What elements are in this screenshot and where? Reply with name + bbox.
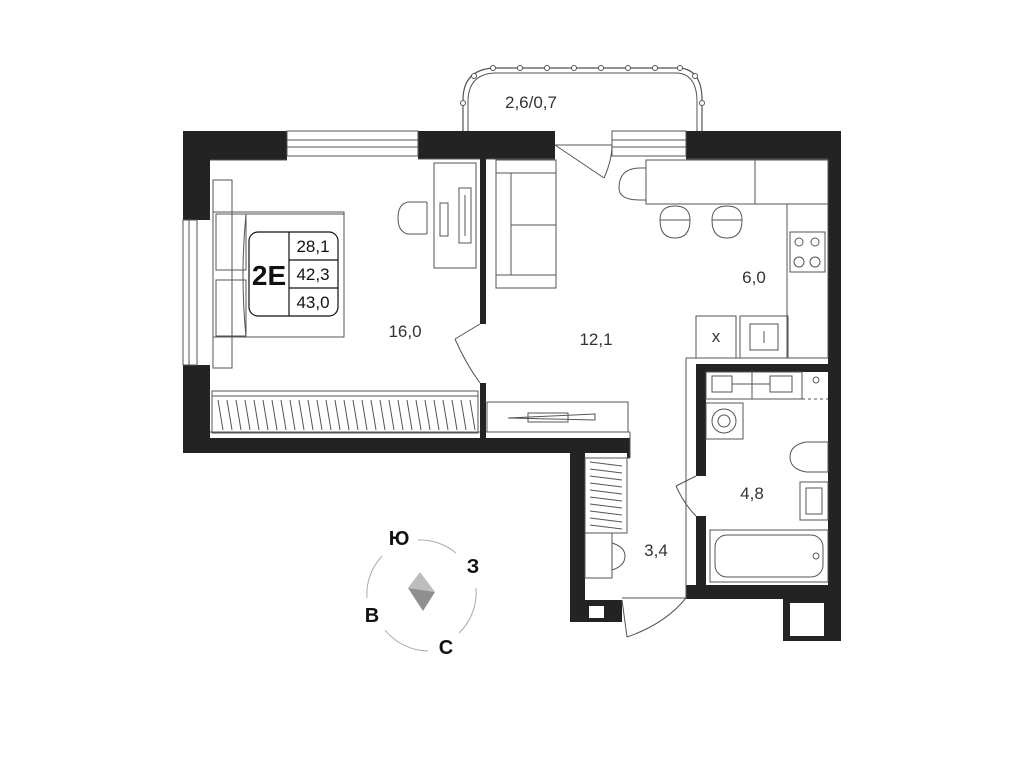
- wall-partition-upper: [480, 159, 486, 324]
- stove: [789, 231, 826, 273]
- balcony: [460, 65, 705, 179]
- wall-bath-left-lower: [696, 516, 706, 599]
- sofa: [495, 159, 557, 289]
- wall-hall-left: [570, 438, 585, 622]
- window-bedroom-left: [182, 219, 198, 366]
- compass-north: С: [439, 637, 453, 659]
- compass-arrow-dark: [408, 588, 435, 611]
- unit-badge-frame: [248, 231, 339, 317]
- wall-left-thick-bot: [183, 365, 210, 453]
- wall-bath-left-upper: [696, 364, 706, 476]
- wall-bath-top: [696, 364, 828, 372]
- bath-cabinet: [705, 371, 803, 400]
- wall-top-mid: [418, 131, 555, 159]
- compass: Ю З В С: [365, 528, 479, 659]
- windows: [182, 130, 687, 366]
- toilet: [789, 441, 829, 473]
- unit-area-3: 43,0: [296, 293, 329, 312]
- room-label-bedroom: 16,0: [388, 322, 421, 341]
- hall-bench: [584, 532, 613, 579]
- fridge: [695, 315, 737, 359]
- hall-furniture: [584, 457, 687, 638]
- wall-top-right: [686, 131, 841, 159]
- wall-left-thick-top: [183, 160, 210, 220]
- bathroom-fixtures: [675, 371, 829, 583]
- room-label-hall: 3,4: [644, 541, 668, 560]
- wall-top-left: [183, 131, 287, 160]
- compass-south: Ю: [389, 528, 410, 550]
- desk: [433, 162, 477, 269]
- unit-area-2: 42,3: [296, 265, 329, 284]
- wall-hall-jamb: [627, 438, 630, 458]
- bathtub: [709, 529, 829, 583]
- bath-sink: [799, 481, 829, 521]
- wall-bottom-right: [686, 585, 841, 599]
- unit-badge: 2E 28,1 42,3 43,0: [248, 231, 339, 317]
- kitchen-furniture: x: [618, 159, 829, 359]
- corner-box-inner: [790, 603, 824, 636]
- window-kitchen: [611, 130, 687, 157]
- living-furniture: [486, 159, 629, 433]
- hall-bottom-gap: [589, 606, 604, 618]
- wardrobe: [211, 390, 479, 434]
- keyboard: [439, 202, 449, 237]
- compass-west: З: [467, 556, 480, 578]
- sink: [739, 315, 789, 359]
- unit-code: 2E: [252, 260, 286, 291]
- washing-machine: [705, 402, 744, 440]
- wall-partition-lower: [480, 383, 486, 438]
- room-label-kitchen: 6,0: [742, 268, 766, 287]
- room-label-living: 12,1: [579, 330, 612, 349]
- desk-chair: [397, 201, 427, 235]
- monitor: [458, 187, 472, 244]
- kitchen-counter: [786, 203, 829, 359]
- window-bedroom-top: [286, 130, 419, 157]
- room-label-balcony: 2,6/0,7: [505, 93, 557, 112]
- hangers: [217, 399, 476, 431]
- tv-stand: [486, 401, 629, 433]
- unit-area-1: 28,1: [296, 237, 329, 256]
- nightstand-strip: [212, 179, 233, 369]
- compass-arrow-light: [408, 572, 435, 592]
- tv: [507, 413, 596, 421]
- walls: [183, 131, 841, 641]
- wall-bottom-left: [183, 438, 630, 453]
- kitchen-table: [645, 159, 829, 205]
- room-label-bathroom: 4,8: [740, 484, 764, 503]
- kitchen-mark: x: [712, 327, 721, 346]
- bedroom-furniture: [211, 162, 481, 434]
- compass-east: В: [365, 605, 379, 627]
- wall-right: [828, 131, 841, 641]
- room-labels: 2,6/0,7 16,0 12,1 6,0 4,8 3,4: [388, 93, 765, 560]
